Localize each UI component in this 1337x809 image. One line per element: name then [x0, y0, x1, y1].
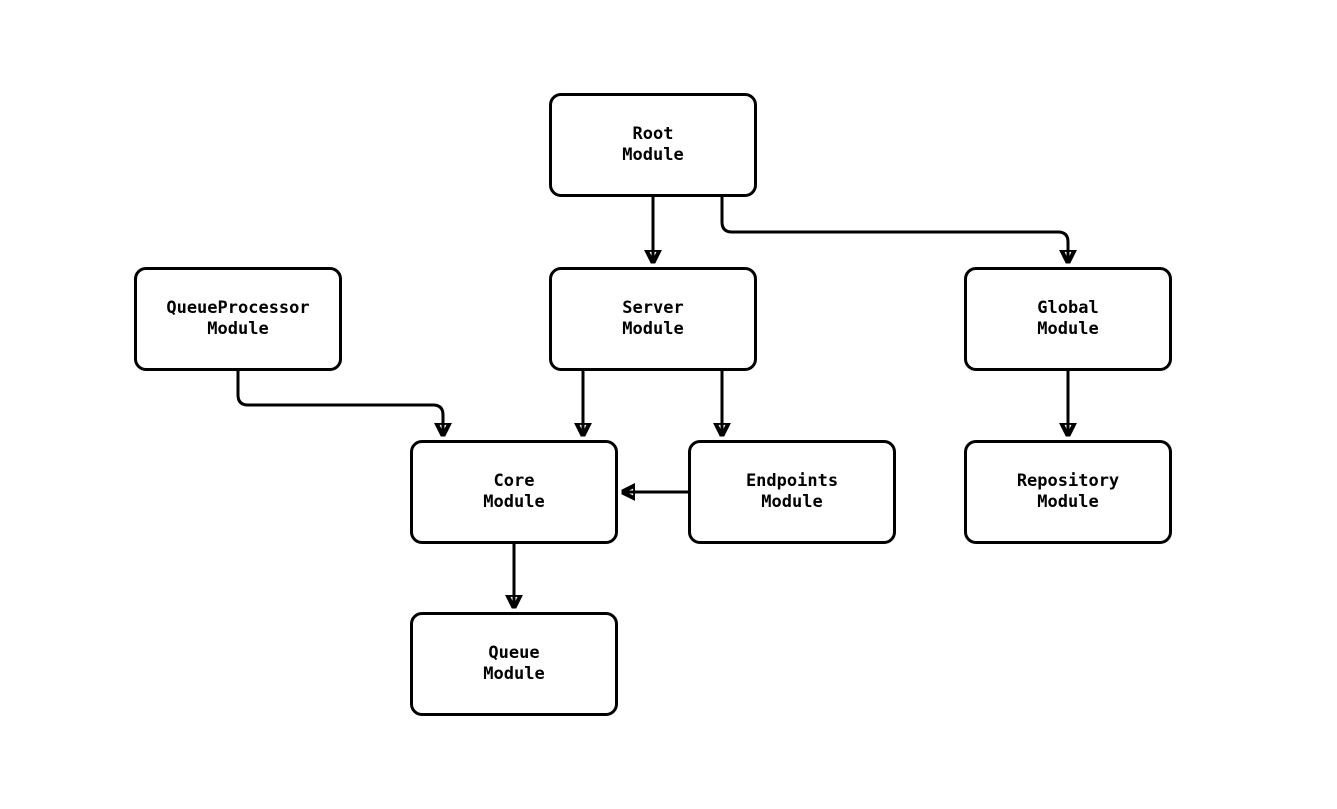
node-title: Repository — [1016, 471, 1120, 491]
node-global-module: Global Module — [964, 267, 1172, 371]
node-title: Server — [622, 298, 684, 318]
node-server-module: Server Module — [549, 267, 757, 371]
node-core-module: Core Module — [410, 440, 618, 544]
node-title: Root — [632, 124, 674, 144]
node-subtitle: Module — [761, 492, 823, 512]
node-subtitle: Module — [483, 664, 545, 684]
edge-queueprocessor-to-core — [236, 371, 443, 435]
edge-root-to-global — [720, 197, 1068, 262]
node-title: Queue — [488, 643, 540, 663]
node-subtitle: Module — [622, 145, 684, 165]
node-subtitle: Module — [483, 492, 545, 512]
node-subtitle: Module — [1037, 319, 1099, 339]
node-root-module: Root Module — [549, 93, 757, 197]
node-endpoints-module: Endpoints Module — [688, 440, 896, 544]
node-title: Core — [493, 471, 535, 491]
node-subtitle: Module — [622, 319, 684, 339]
node-subtitle: Module — [1037, 492, 1099, 512]
node-title: QueueProcessor — [166, 298, 310, 318]
node-subtitle: Module — [207, 319, 269, 339]
node-queueprocessor-module: QueueProcessor Module — [134, 267, 342, 371]
node-title: Endpoints — [745, 471, 839, 491]
node-title: Global — [1037, 298, 1099, 318]
node-queue-module: Queue Module — [410, 612, 618, 716]
node-repository-module: Repository Module — [964, 440, 1172, 544]
